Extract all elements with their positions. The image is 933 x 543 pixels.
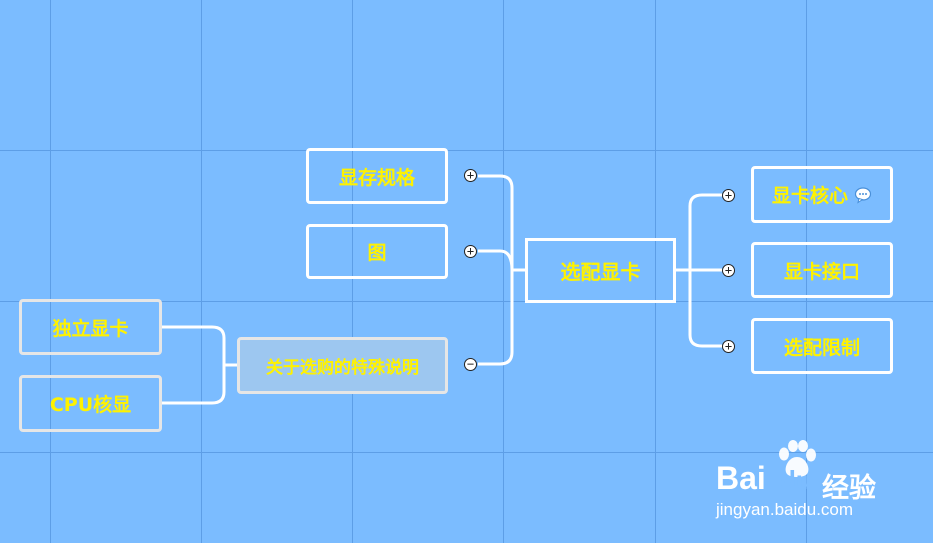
expand-toggle-selection-limits[interactable]: + (722, 340, 735, 353)
speech-bubble-icon[interactable] (854, 186, 872, 204)
collapse-toggle-purchase-notes[interactable]: − (464, 358, 477, 371)
expand-toggle-image[interactable]: + (464, 245, 477, 258)
watermark-brand-cn: 经验 (822, 473, 876, 504)
watermark-url: jingyan.baidu.com (716, 500, 854, 519)
topic-discrete-gpu[interactable]: 独立显卡 (19, 299, 162, 355)
topic-label: 独立显卡 (52, 317, 129, 340)
topic-label: 显卡核心 (771, 185, 848, 207)
paw-icon (779, 440, 816, 477)
central-topic-label: 选配显卡 (560, 260, 641, 284)
topic-image[interactable]: 图 (306, 224, 448, 279)
watermark-brand-right: du (780, 465, 812, 495)
topic-selection-limits[interactable]: 选配限制 (751, 318, 893, 374)
topic-cpu-integrated[interactable]: CPU核显 (19, 375, 162, 432)
expand-toggle-vram-spec[interactable]: + (464, 169, 477, 182)
topic-purchase-notes[interactable]: 关于选购的特殊说明 (237, 337, 448, 394)
topic-label: CPU核显 (49, 394, 132, 416)
topic-gpu-core[interactable]: 显卡核心 (751, 166, 893, 223)
watermark-brand-left: Bai (716, 460, 766, 496)
topic-label: 显卡接口 (783, 260, 860, 283)
expand-toggle-gpu-interface[interactable]: + (722, 264, 735, 277)
topic-gpu-interface[interactable]: 显卡接口 (751, 242, 893, 298)
topic-label: 关于选购的特殊说明 (266, 358, 419, 378)
topic-label: 选配限制 (783, 336, 860, 359)
topic-label: 图 (367, 242, 387, 264)
topic-label: 显存规格 (338, 166, 415, 189)
central-topic[interactable]: 选配显卡 (525, 238, 676, 303)
topic-vram-spec[interactable]: 显存规格 (306, 148, 448, 204)
expand-toggle-gpu-core[interactable]: + (722, 189, 735, 202)
